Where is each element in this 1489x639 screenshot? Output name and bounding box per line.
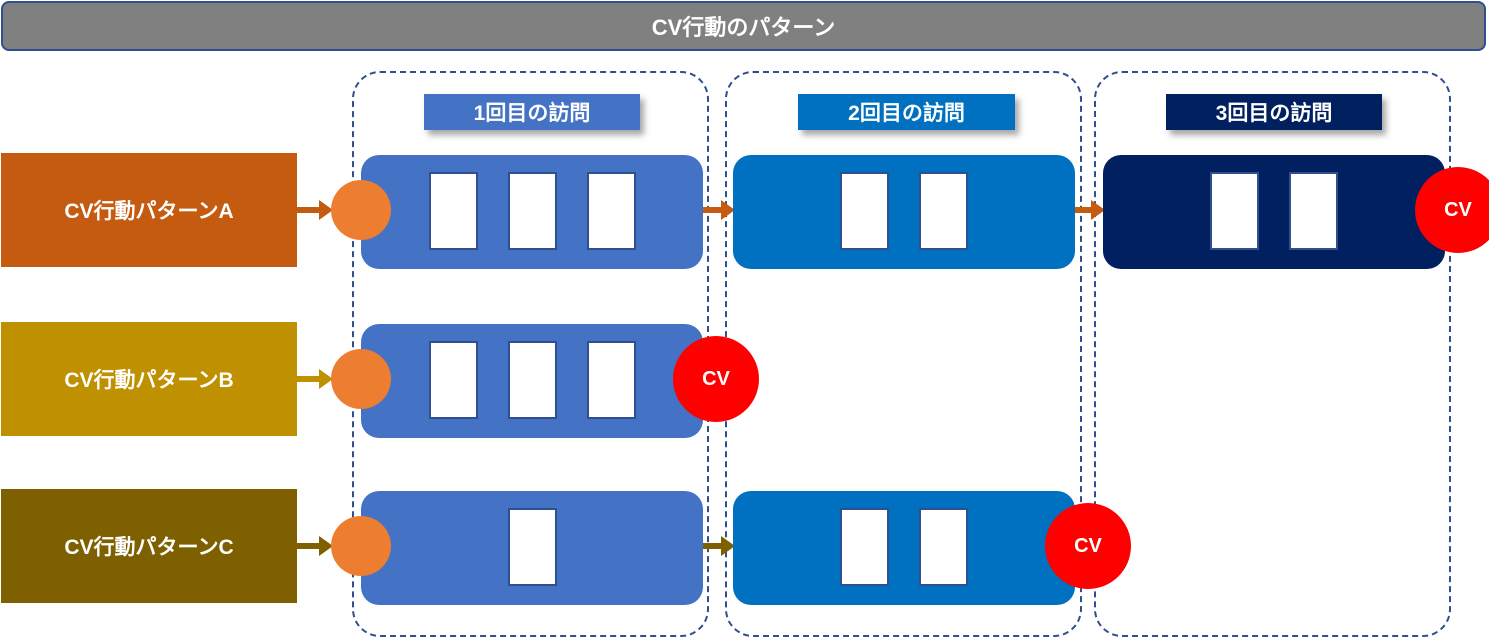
page-icon (428, 172, 478, 250)
page-icon (507, 341, 557, 419)
arrow-icon (297, 369, 333, 389)
visit-1-2 (733, 155, 1075, 269)
diagram-title: CV行動のパターン (1, 1, 1486, 51)
page-icon (507, 172, 557, 250)
column-header-3: 3回目の訪問 (1166, 94, 1382, 130)
entry-dot-icon (331, 180, 391, 240)
page-icon (840, 508, 889, 586)
column-header-1: 1回目の訪問 (424, 94, 640, 130)
page-icon (507, 508, 557, 586)
visit-column-3 (1094, 71, 1451, 637)
arrow-icon (703, 200, 735, 220)
visit-2-1 (361, 324, 703, 438)
cv-badge: CV (673, 336, 759, 422)
arrow-icon (703, 536, 735, 556)
page-icon (428, 341, 478, 419)
pattern-label-b: CV行動パターンB (1, 322, 297, 436)
entry-dot-icon (331, 516, 391, 576)
visit-3-2 (733, 491, 1075, 605)
page-icon (586, 341, 636, 419)
visit-1-3 (1103, 155, 1445, 269)
page-icon (1210, 172, 1259, 250)
page-icon (919, 508, 968, 586)
page-icon (586, 172, 636, 250)
arrow-icon (297, 536, 333, 556)
arrow-icon (1075, 200, 1105, 220)
cv-badge: CV (1415, 167, 1489, 253)
pattern-label-c: CV行動パターンC (1, 489, 297, 603)
page-icon (840, 172, 889, 250)
column-header-2: 2回目の訪問 (798, 94, 1015, 130)
visit-1-1 (361, 155, 703, 269)
entry-dot-icon (331, 349, 391, 409)
visit-3-1 (361, 491, 703, 605)
page-icon (1289, 172, 1338, 250)
page-icon (919, 172, 968, 250)
arrow-icon (297, 200, 333, 220)
cv-badge: CV (1045, 503, 1131, 589)
pattern-label-a: CV行動パターンA (1, 153, 297, 267)
